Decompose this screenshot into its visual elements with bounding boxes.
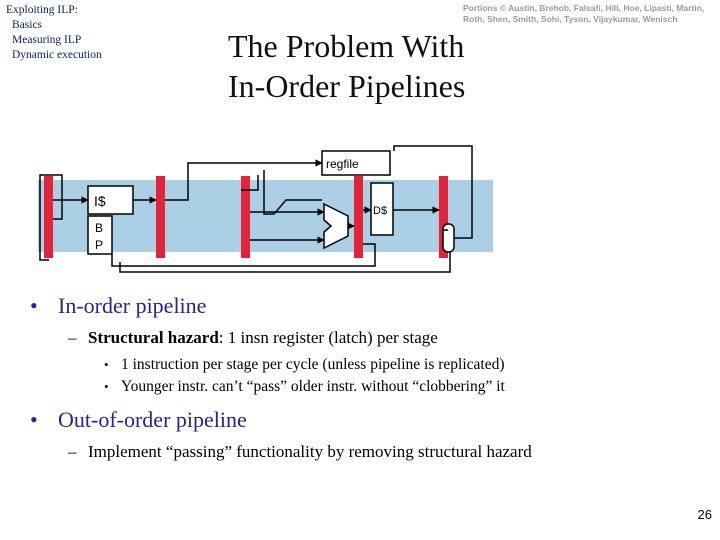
point-younger-instr: • Younger instr. can’t “pass” older inst… [30,376,710,398]
writeback-mux [442,223,455,253]
mw-latch [439,176,448,258]
dcache-label: D$ [373,205,387,217]
structural-hazard-term: Structural hazard [88,328,219,347]
subbullet-passing: – Implement “passing” functionality by r… [30,440,710,464]
credits: Portions © Austin, Brehob, Falsafi, Hill… [463,3,705,24]
regfile-label: regfile [326,157,359,171]
nav-item-basics[interactable]: Basics [12,19,43,31]
nav-title[interactable]: Exploiting ILP: [6,4,78,16]
fd-latch [156,176,165,258]
point-younger-instr-text: Younger instr. can’t “pass” older instr.… [121,378,505,395]
bullet-outoforder: • Out-of-order pipeline [30,406,710,434]
regfile-box [321,150,391,176]
nav-breadcrumb: Exploiting ILP: Basics Measuring ILP Dyn… [6,3,102,63]
pc-latch [44,176,53,258]
xm-latch [354,176,363,258]
icache-label: I$ [94,193,106,209]
point-one-instruction: • 1 instruction per stage per cycle (unl… [30,354,710,376]
page-number: 26 [697,507,712,522]
slide-title-line-2: In-Order Pipelines [228,68,466,104]
small-bullet-dot: • [104,379,109,394]
pipeline-diagram: regfile I$ B P D$ [38,145,493,273]
nav-item-measuring-ilp[interactable]: Measuring ILP [12,34,82,46]
dash-marker: – [68,328,77,347]
structural-hazard-desc: : 1 insn register (latch) per stage [218,328,438,347]
bullet-inorder: • In-order pipeline [30,292,710,320]
bullet-dot: • [30,293,38,318]
nav-item-dynamic-execution[interactable]: Dynamic execution [12,49,102,61]
bp-label-p: P [95,238,103,252]
bullet-inorder-text: In-order pipeline [58,293,207,318]
slide-title: The Problem With In-Order Pipelines [228,26,465,106]
bp-box [87,215,113,255]
bullet-list: • In-order pipeline – Structural hazard:… [30,292,710,468]
bp-feedback-wire [119,252,451,273]
writeback-wire [393,145,473,239]
fd-to-regfile-wire [165,159,323,201]
point-one-instruction-text: 1 instruction per stage per cycle (unles… [121,356,505,373]
subbullet-passing-text: Implement “passing” functionality by rem… [88,442,532,461]
pc-loop-wire [39,174,63,261]
branch-target-wire [111,243,376,267]
bullet-outoforder-text: Out-of-order pipeline [58,407,247,432]
bullet-dot: • [30,407,38,432]
subbullet-structural-hazard: – Structural hazard: 1 insn register (la… [30,326,710,350]
regfile-out-wire-2 [263,170,322,215]
regfile-out-wire-1 [241,175,259,191]
dx-latch [241,176,250,258]
bp-label-b: B [95,221,103,235]
small-bullet-dot: • [104,357,109,372]
dash-marker: – [68,442,77,461]
slide-title-line-1: The Problem With [228,28,465,64]
